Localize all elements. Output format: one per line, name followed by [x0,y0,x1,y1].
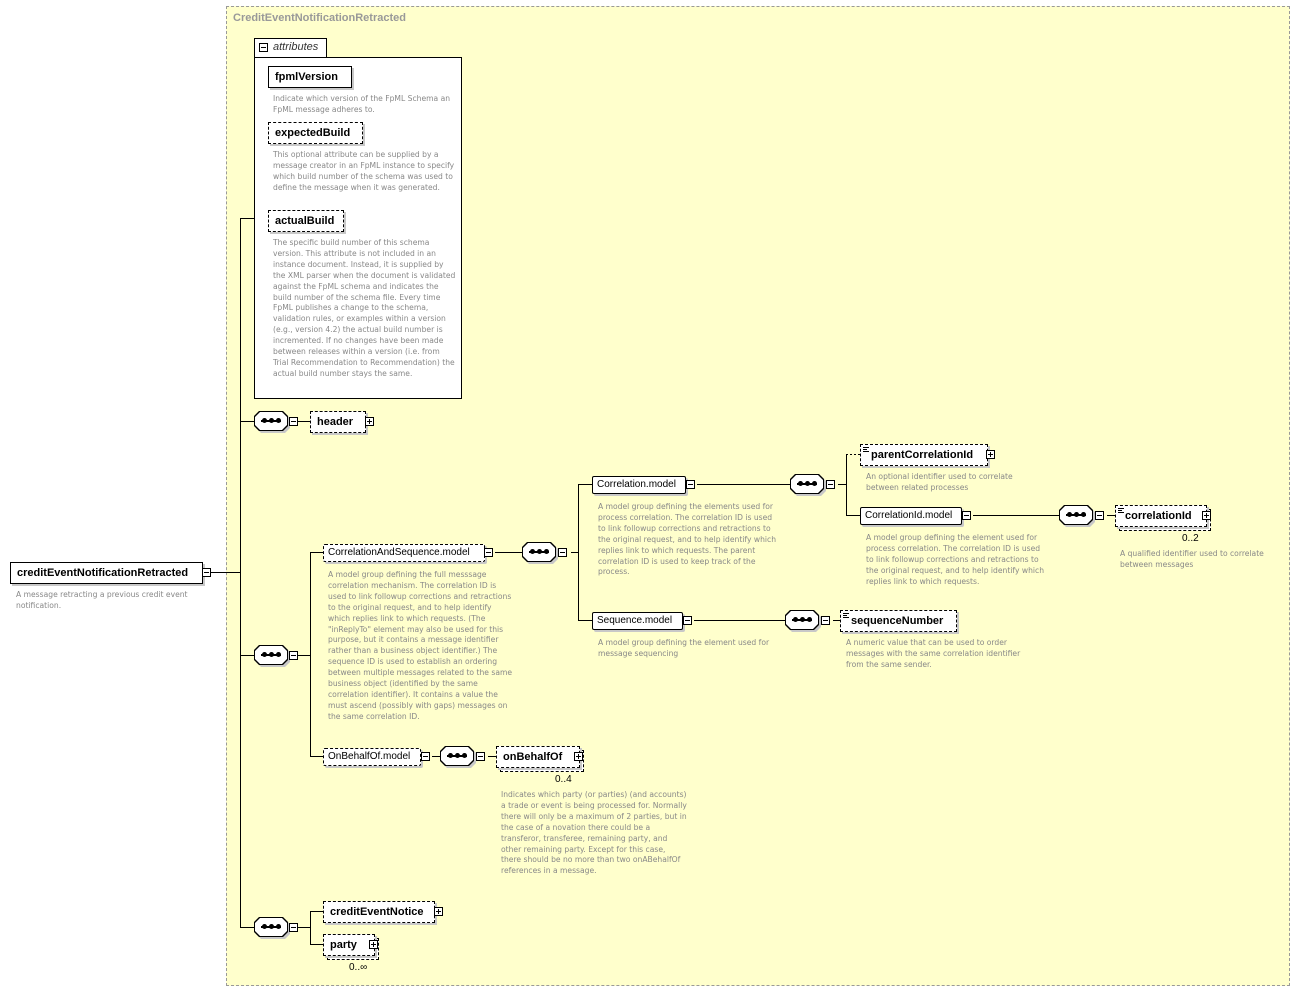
collapse-icon[interactable] [289,417,298,426]
correlation-and-sequence-group[interactable]: CorrelationAndSequence.model [323,544,485,562]
collapse-icon[interactable] [202,568,211,577]
attribute-expectedbuild[interactable]: expectedBuild [268,122,363,144]
expand-icon[interactable] [369,940,378,949]
element-label: party [330,939,357,951]
expand-icon[interactable] [434,907,443,916]
sequence-number-element[interactable]: sequenceNumber [840,610,957,632]
parent-correlation-id-element[interactable]: parentCorrelationId [860,444,988,466]
expand-icon[interactable] [574,752,583,761]
attributes-tab[interactable] [254,38,327,58]
sequence-compositor-icon[interactable] [785,610,821,632]
sequence-compositor-icon[interactable] [254,411,290,433]
group-label: Correlation.model [597,479,676,490]
sequence-compositor-icon[interactable] [1059,505,1095,527]
collapse-icon[interactable] [259,43,268,52]
element-label: correlationId [1125,510,1192,522]
group-label: CorrelationId.model [865,510,953,521]
group-label: CorrelationAndSequence.model [328,547,470,558]
sequence-compositor-icon[interactable] [522,542,558,564]
attribute-fpmlversion[interactable]: fpmlVersion [268,66,352,88]
header-element[interactable]: header [310,411,366,433]
collapse-icon[interactable] [686,480,695,489]
on-behalf-of-element[interactable]: onBehalfOf [496,746,580,768]
simple-type-icon [1118,508,1124,513]
party-element[interactable]: party [323,934,375,956]
expand-icon[interactable] [986,450,995,459]
expand-icon[interactable] [365,417,374,426]
on-behalf-of-doc: Indicates which party (or parties) (and … [501,790,687,876]
header-label: header [317,416,354,428]
attribute-doc: Indicate which version of the FpML Schem… [273,94,451,114]
collapse-icon[interactable] [821,616,830,625]
collapse-icon[interactable] [421,752,430,761]
sequence-compositor-icon[interactable] [440,746,476,768]
collapse-icon[interactable] [683,616,692,625]
sequence-model-group[interactable]: Sequence.model [592,612,683,630]
credit-event-notice-element[interactable]: creditEventNotice [323,901,435,923]
root-element[interactable]: creditEventNotificationRetracted [10,562,203,584]
collapse-icon[interactable] [484,548,493,557]
attribute-name: actualBuild [275,215,335,227]
correlation-model-group[interactable]: Correlation.model [592,476,686,494]
element-label: parentCorrelationId [871,449,974,461]
on-behalf-of-model-group[interactable]: OnBehalfOf.model [323,748,421,766]
root-doc: A message retracting a previous credit e… [16,590,188,610]
expand-icon[interactable] [1202,511,1211,520]
sequence-model-doc: A model group defining the element used … [598,638,770,658]
sequence-number-doc: A numeric value that can be used to orde… [846,638,1021,669]
occurrence-label: 0..2 [1182,533,1199,544]
correlation-id-element[interactable]: correlationId [1115,505,1207,527]
sequence-compositor-icon[interactable] [254,917,290,939]
parent-correlation-id-doc: An optional identifier used to correlate… [866,472,1013,492]
root-element-label: creditEventNotificationRetracted [17,567,189,579]
correlation-id-model-group[interactable]: CorrelationId.model [860,507,962,525]
element-label: creditEventNotice [330,906,424,918]
collapse-icon[interactable] [826,480,835,489]
element-label: sequenceNumber [851,615,944,627]
correlation-id-doc: A qualified identifier used to correlate… [1120,549,1264,569]
sequence-compositor-icon[interactable] [790,474,826,496]
attribute-doc: This optional attribute can be supplied … [273,150,455,192]
attribute-name: fpmlVersion [275,71,338,83]
collapse-icon[interactable] [558,548,567,557]
collapse-icon[interactable] [476,752,485,761]
occurrence-label: 0..4 [555,774,572,785]
correlation-and-sequence-doc: A model group defining the full messsage… [328,570,513,721]
attribute-actualbuild[interactable]: actualBuild [268,210,344,232]
simple-type-icon [843,613,849,618]
collapse-icon[interactable] [289,651,298,660]
group-label: OnBehalfOf.model [328,751,411,762]
collapse-icon[interactable] [289,923,298,932]
correlation-id-model-doc: A model group defining the element used … [866,533,1045,586]
attributes-tab-label: attributes [273,41,319,53]
occurrence-label: 0..∞ [349,962,368,973]
correlation-model-doc: A model group defining the elements used… [598,502,777,577]
complex-type-title: CreditEventNotificationRetracted [233,12,406,24]
sequence-compositor-icon[interactable] [254,645,290,667]
group-label: Sequence.model [597,615,673,626]
collapse-icon[interactable] [962,511,971,520]
collapse-icon[interactable] [1095,511,1104,520]
element-label: onBehalfOf [503,751,563,763]
attribute-name: expectedBuild [275,127,351,139]
simple-type-icon [863,447,869,452]
attribute-doc: The specific build number of this schema… [273,238,456,378]
